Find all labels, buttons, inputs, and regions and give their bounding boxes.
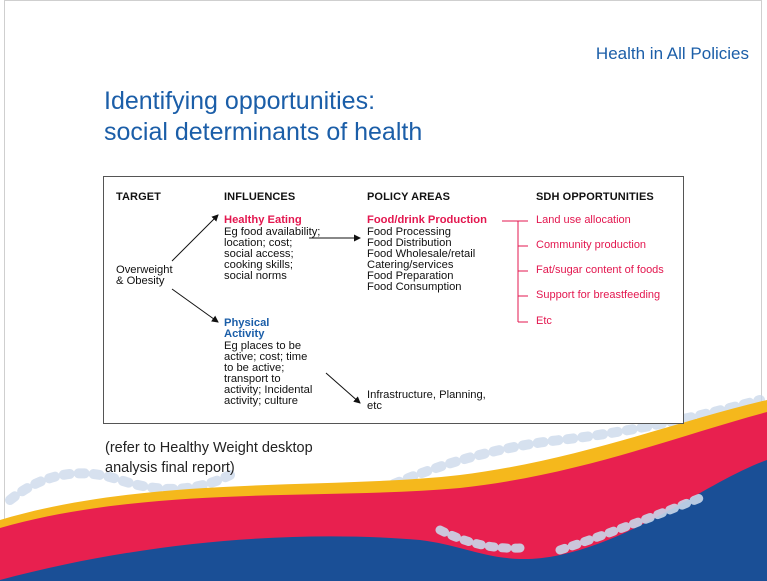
page-title: Identifying opportunities: social determ…	[104, 86, 422, 148]
infrastructure-line-2: etc	[367, 400, 382, 412]
heading-target: TARGET	[116, 191, 162, 203]
arrow-to-healthy-eating	[171, 214, 219, 262]
food-policy-line-4: Catering/services	[367, 259, 454, 271]
healthy-eating-line-2: location; cost;	[224, 237, 293, 249]
physical-activity-line-4: transport to	[224, 373, 281, 385]
reference-note-line-2: analysis final report)	[105, 460, 235, 476]
target-line-2: & Obesity	[116, 275, 165, 287]
page-title-line-1: Identifying opportunities:	[104, 87, 376, 115]
infrastructure-line-1: Infrastructure, Planning,	[367, 389, 486, 401]
physical-activity-heading-1: Physical	[224, 317, 270, 329]
determinants-diagram: TARGET INFLUENCES POLICY AREAS SDH OPPOR…	[103, 176, 684, 424]
physical-activity-line-6: activity; culture	[224, 395, 298, 407]
healthy-eating-line-4: cooking skills;	[224, 259, 294, 271]
wave-decoration	[0, 395, 767, 581]
physical-activity-line-3: to be active;	[224, 362, 285, 374]
healthy-eating-line-3: social access;	[224, 248, 294, 260]
healthy-eating-line-1: Eg food availability;	[224, 226, 321, 238]
physical-activity-heading-2: Activity	[224, 328, 265, 340]
sdh-item: Support for breastfeeding	[536, 289, 661, 301]
target-line-1: Overweight	[116, 264, 173, 276]
sdh-item: Fat/sugar content of foods	[536, 264, 664, 276]
sdh-item: Etc	[536, 315, 552, 327]
healthy-eating-line-5: social norms	[224, 270, 287, 282]
food-policy-line-2: Food Distribution	[367, 237, 452, 249]
header-title: Health in All Policies	[595, 44, 749, 63]
food-policy-line-1: Food Processing	[367, 226, 451, 238]
food-policy-heading: Food/drink Production	[367, 214, 487, 226]
diagram-connectors	[171, 214, 528, 404]
heading-policy-areas: POLICY AREAS	[367, 191, 451, 203]
sdh-item: Land use allocation	[536, 214, 631, 226]
food-policy-line-3: Food Wholesale/retail	[367, 248, 476, 260]
heading-sdh-opportunities: SDH OPPORTUNITIES	[536, 191, 654, 203]
arrow-to-infrastructure	[325, 372, 361, 404]
food-policy-line-6: Food Consumption	[367, 281, 462, 293]
arrow-to-physical-activity	[171, 288, 219, 323]
sdh-item: Community production	[536, 239, 647, 251]
reference-note-line-1: (refer to Healthy Weight desktop	[105, 440, 313, 456]
heading-influences: INFLUENCES	[224, 191, 296, 203]
reference-note: (refer to Healthy Weight desktop analysi…	[105, 438, 313, 478]
food-policy-line-5: Food Preparation	[367, 270, 454, 282]
physical-activity-line-5: activity; Incidental	[224, 384, 313, 396]
page-title-line-2: social determinants of health	[104, 118, 423, 146]
physical-activity-line-1: Eg places to be	[224, 340, 302, 352]
healthy-eating-heading: Healthy Eating	[224, 214, 302, 226]
physical-activity-line-2: active; cost; time	[224, 351, 308, 363]
